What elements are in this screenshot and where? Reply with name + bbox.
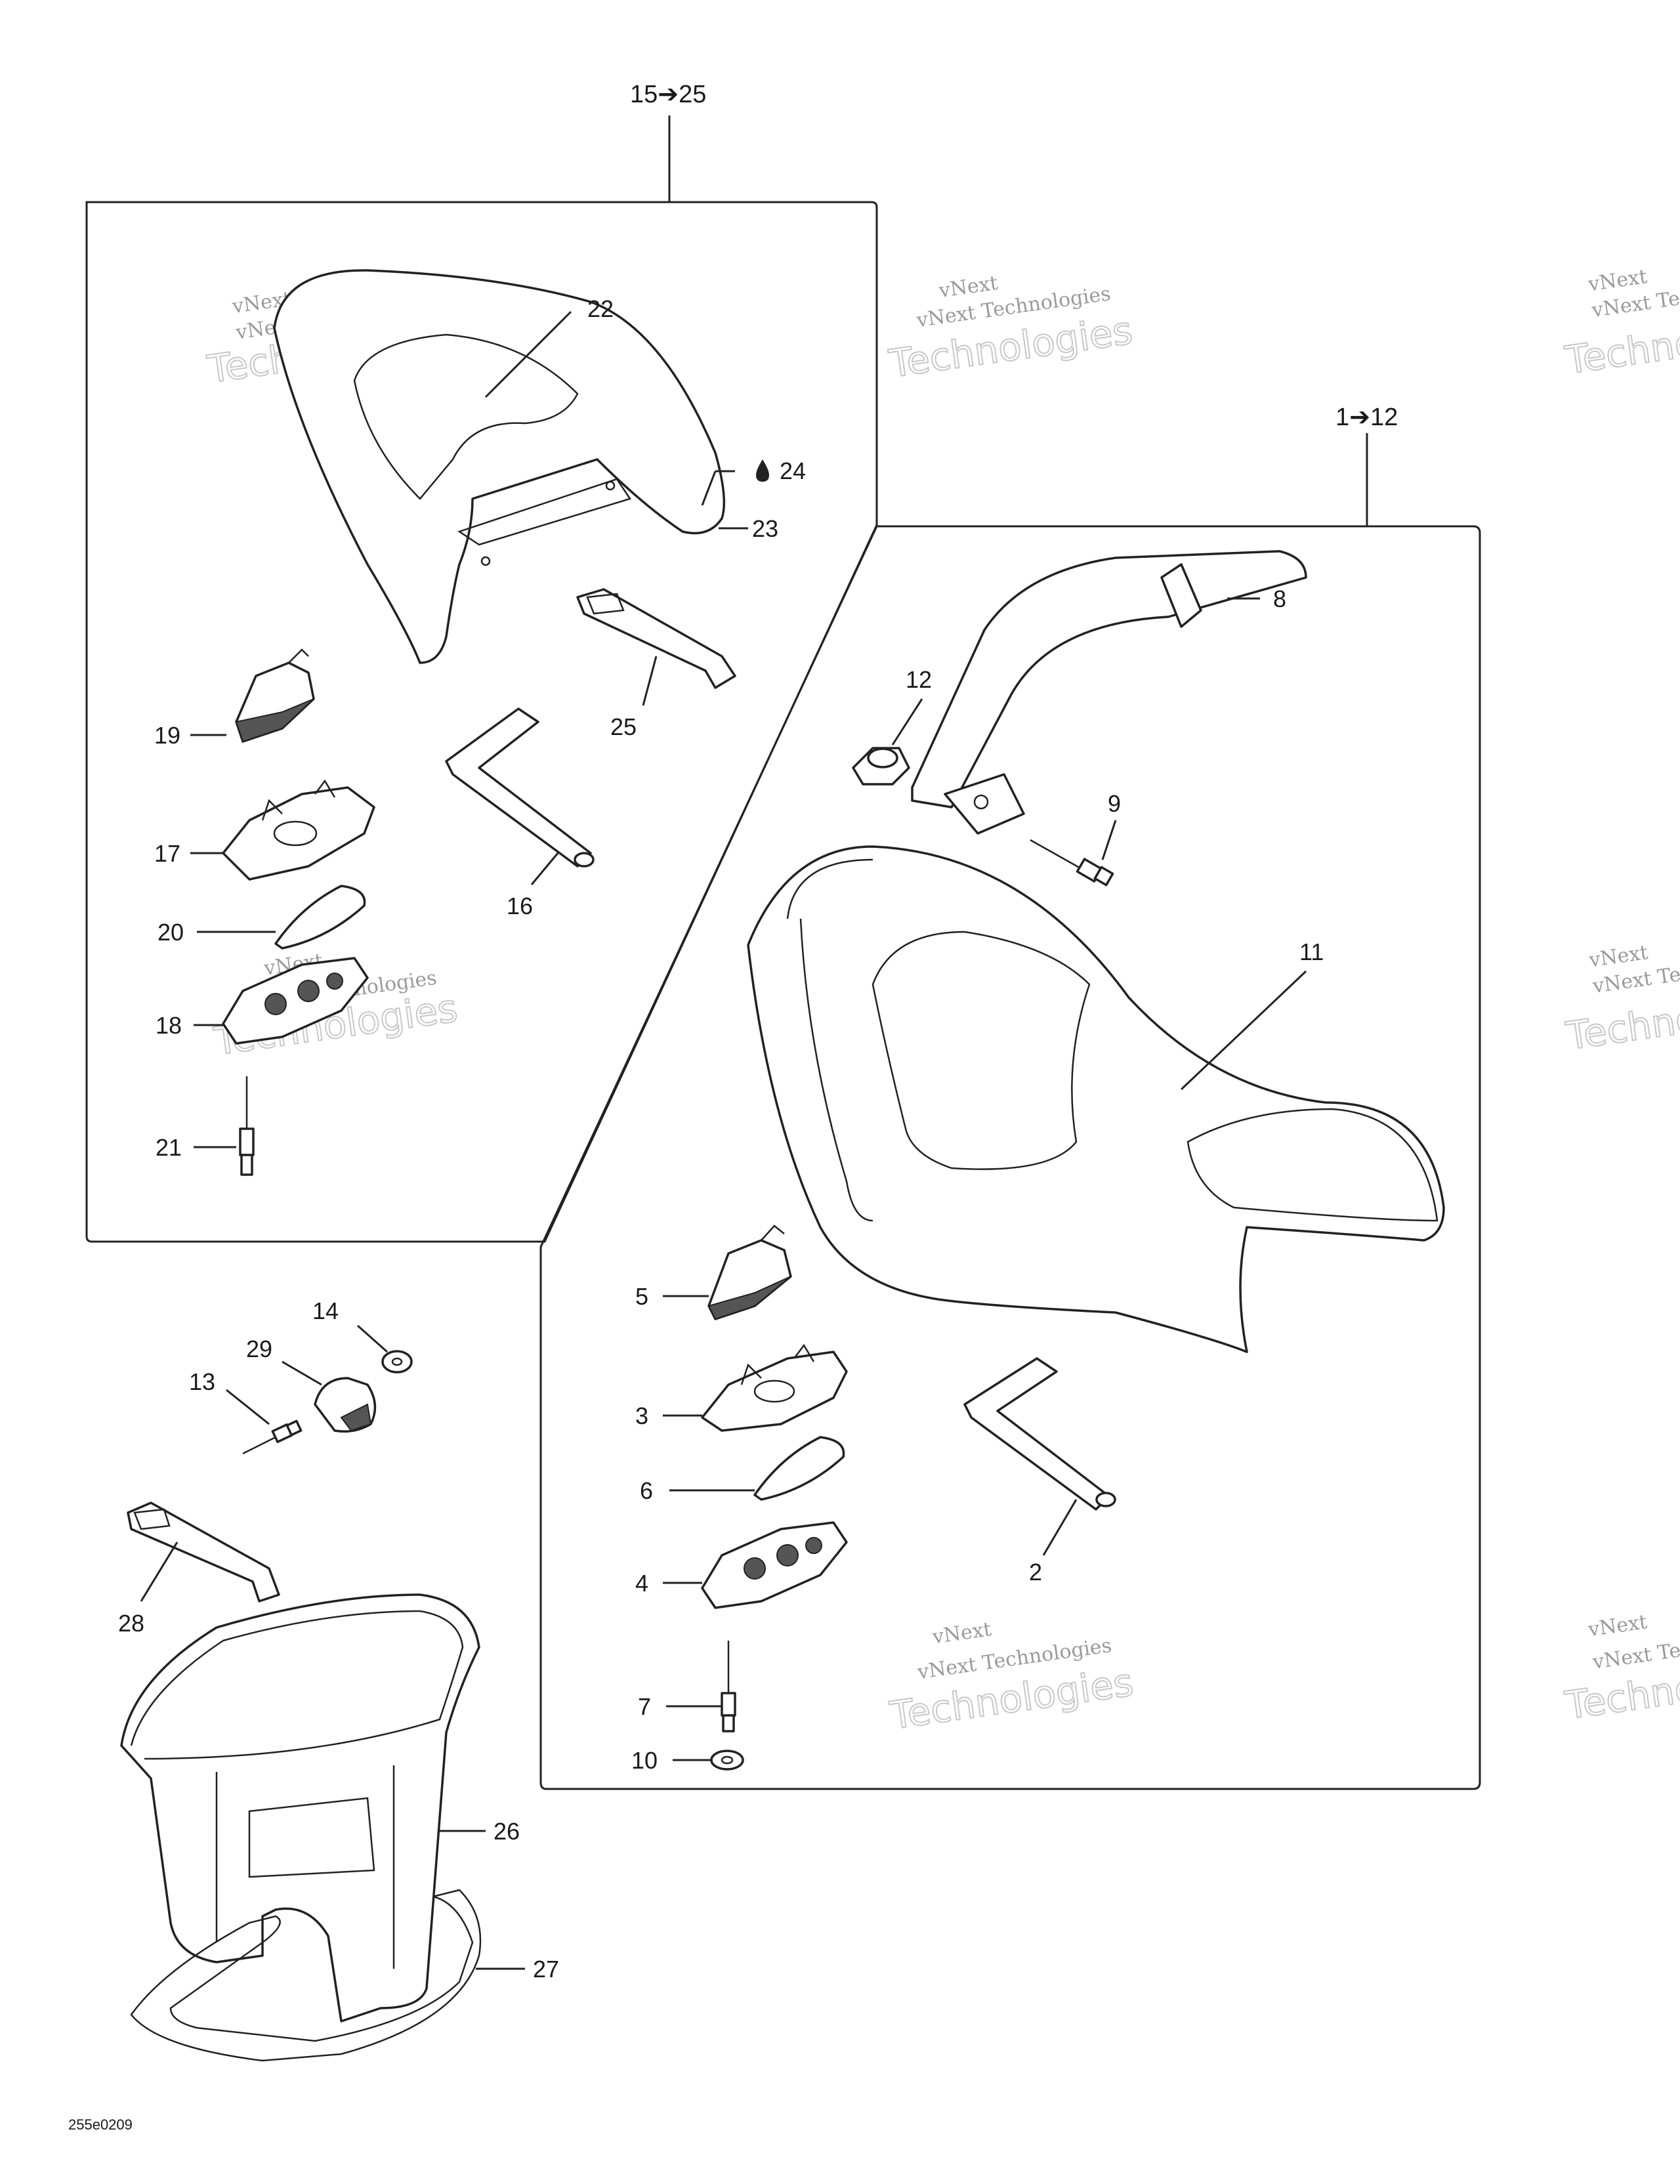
bracket-part-29 (314, 1377, 377, 1433)
driver-seat-part-11 (747, 845, 1445, 1353)
grab-handle-part-8 (911, 550, 1307, 835)
rivet-part-7 (721, 1641, 736, 1732)
passenger-seat-part-22 (273, 269, 726, 664)
callout-18: 18 (156, 1012, 182, 1039)
watermark-2: vNext vNext Technologies Technologies (885, 272, 1135, 387)
leader-28 (140, 1542, 178, 1602)
watermark-3: vNext vNext Technologies Technologies (1562, 265, 1680, 383)
callout-26: 26 (494, 1818, 520, 1845)
strap-part-28 (127, 1502, 280, 1603)
callout-21: 21 (156, 1134, 182, 1161)
callout-12: 12 (906, 666, 932, 693)
leader-2 (1042, 1499, 1078, 1556)
hex-key-part-16 (445, 707, 595, 868)
callout-8: 8 (1273, 585, 1286, 612)
strap-part-25 (576, 588, 736, 689)
watermark-8: vNext vNext Technologies Technologies (887, 1618, 1137, 1738)
leader-13 (226, 1389, 270, 1425)
callout-4: 4 (635, 1570, 648, 1597)
callout-27: 27 (533, 1956, 559, 1983)
callout-13: 13 (189, 1368, 215, 1395)
svg-text:vNext: vNext (937, 272, 999, 303)
rivet-part-13 (242, 1419, 303, 1455)
callout-14: 14 (312, 1297, 339, 1324)
figure-code: 255e0209 (68, 2116, 133, 2133)
grommet-part-12 (852, 747, 910, 786)
callout-17: 17 (154, 840, 180, 867)
callout-2: 2 (1029, 1559, 1042, 1586)
leader-29 (282, 1360, 322, 1386)
gasket-part-20 (274, 885, 366, 950)
frame-right (539, 525, 1481, 1790)
storage-bin-part-26 (120, 1593, 480, 2023)
leader-25 (642, 656, 658, 706)
watermark-9: vNext vNext Technologies Technologies (1562, 1610, 1680, 1729)
hex-key-part-2 (963, 1357, 1116, 1511)
callout-11: 11 (1299, 938, 1324, 965)
lock-mechanism-part-18 (222, 957, 369, 1045)
latch-base-part-3 (701, 1343, 848, 1432)
leader-14 (357, 1324, 388, 1353)
latch-base-part-17 (222, 779, 375, 881)
callout-29: 29 (246, 1335, 272, 1362)
callout-6: 6 (640, 1477, 653, 1504)
callout-5: 5 (635, 1283, 648, 1310)
callout-19: 19 (154, 722, 180, 749)
leader-9 (1101, 820, 1117, 860)
callout-9: 9 (1108, 790, 1121, 817)
rivet-part-21 (239, 1076, 255, 1176)
callout-20: 20 (158, 919, 184, 946)
leader-24b (701, 471, 717, 506)
latch-part-19 (235, 648, 315, 743)
drop-icon (756, 459, 769, 482)
svg-text:vNext: vNext (931, 1618, 993, 1648)
watermark-6: vNext vNext Technologies Technologies (1563, 941, 1680, 1059)
gasket-part-27 (130, 1889, 482, 2062)
latch-part-5 (707, 1225, 792, 1320)
lock-mechanism-part-4 (701, 1521, 848, 1609)
group-label-15-25: 15➔25 (630, 81, 706, 108)
group-label-1-12: 1➔12 (1335, 404, 1398, 431)
rivet-part-9 (1030, 839, 1114, 887)
leader-12 (891, 698, 923, 746)
gasket-part-6 (753, 1436, 845, 1501)
callout-7: 7 (638, 1693, 651, 1720)
leader-11 (1180, 970, 1307, 1091)
callout-24: 24 (780, 457, 806, 484)
callout-28: 28 (118, 1610, 144, 1637)
callout-10: 10 (631, 1747, 658, 1774)
svg-text:vNext: vNext (1586, 1610, 1648, 1641)
callout-16: 16 (507, 892, 533, 919)
callout-25: 25 (610, 713, 637, 740)
callout-3: 3 (635, 1402, 648, 1429)
callout-23: 23 (752, 515, 778, 542)
svg-text:vNext: vNext (1587, 941, 1649, 972)
washer-part-14 (381, 1350, 413, 1374)
washer-part-10 (710, 1750, 744, 1771)
callout-22: 22 (587, 295, 614, 322)
leader-16 (530, 852, 559, 885)
leader-22 (484, 310, 572, 398)
svg-text:vNext: vNext (1586, 265, 1648, 296)
